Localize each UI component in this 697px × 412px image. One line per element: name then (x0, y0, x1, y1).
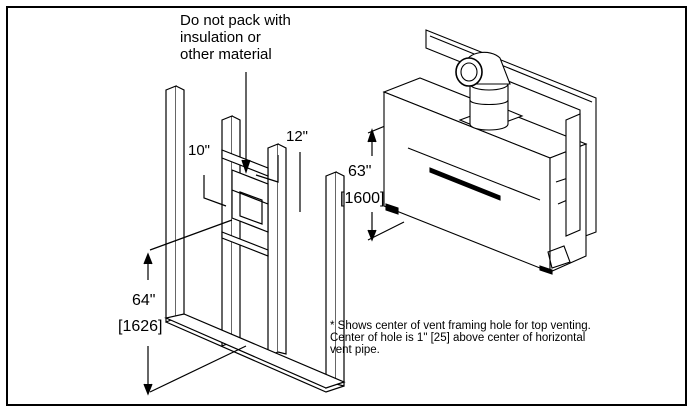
vent-framing-note: * Shows center of vent framing hole for … (330, 320, 591, 356)
dimension-1626-label: [1626] (118, 318, 163, 335)
wall-framing (164, 85, 346, 393)
dimension-10-label: 10" (188, 142, 211, 159)
dimension-64-label: 64" (132, 292, 156, 309)
dimension-63-label: 63" (348, 163, 372, 180)
no-pack-label-line1: Do not pack with (180, 12, 291, 29)
fireplace-unit (382, 29, 597, 275)
no-pack-label-line3: other material (180, 46, 272, 63)
dimension-1600-label: [1600] (340, 190, 385, 207)
dimension-12-label: 12" (286, 128, 309, 145)
no-pack-label-line2: insulation or (180, 29, 261, 46)
dimension-lines (143, 72, 405, 396)
